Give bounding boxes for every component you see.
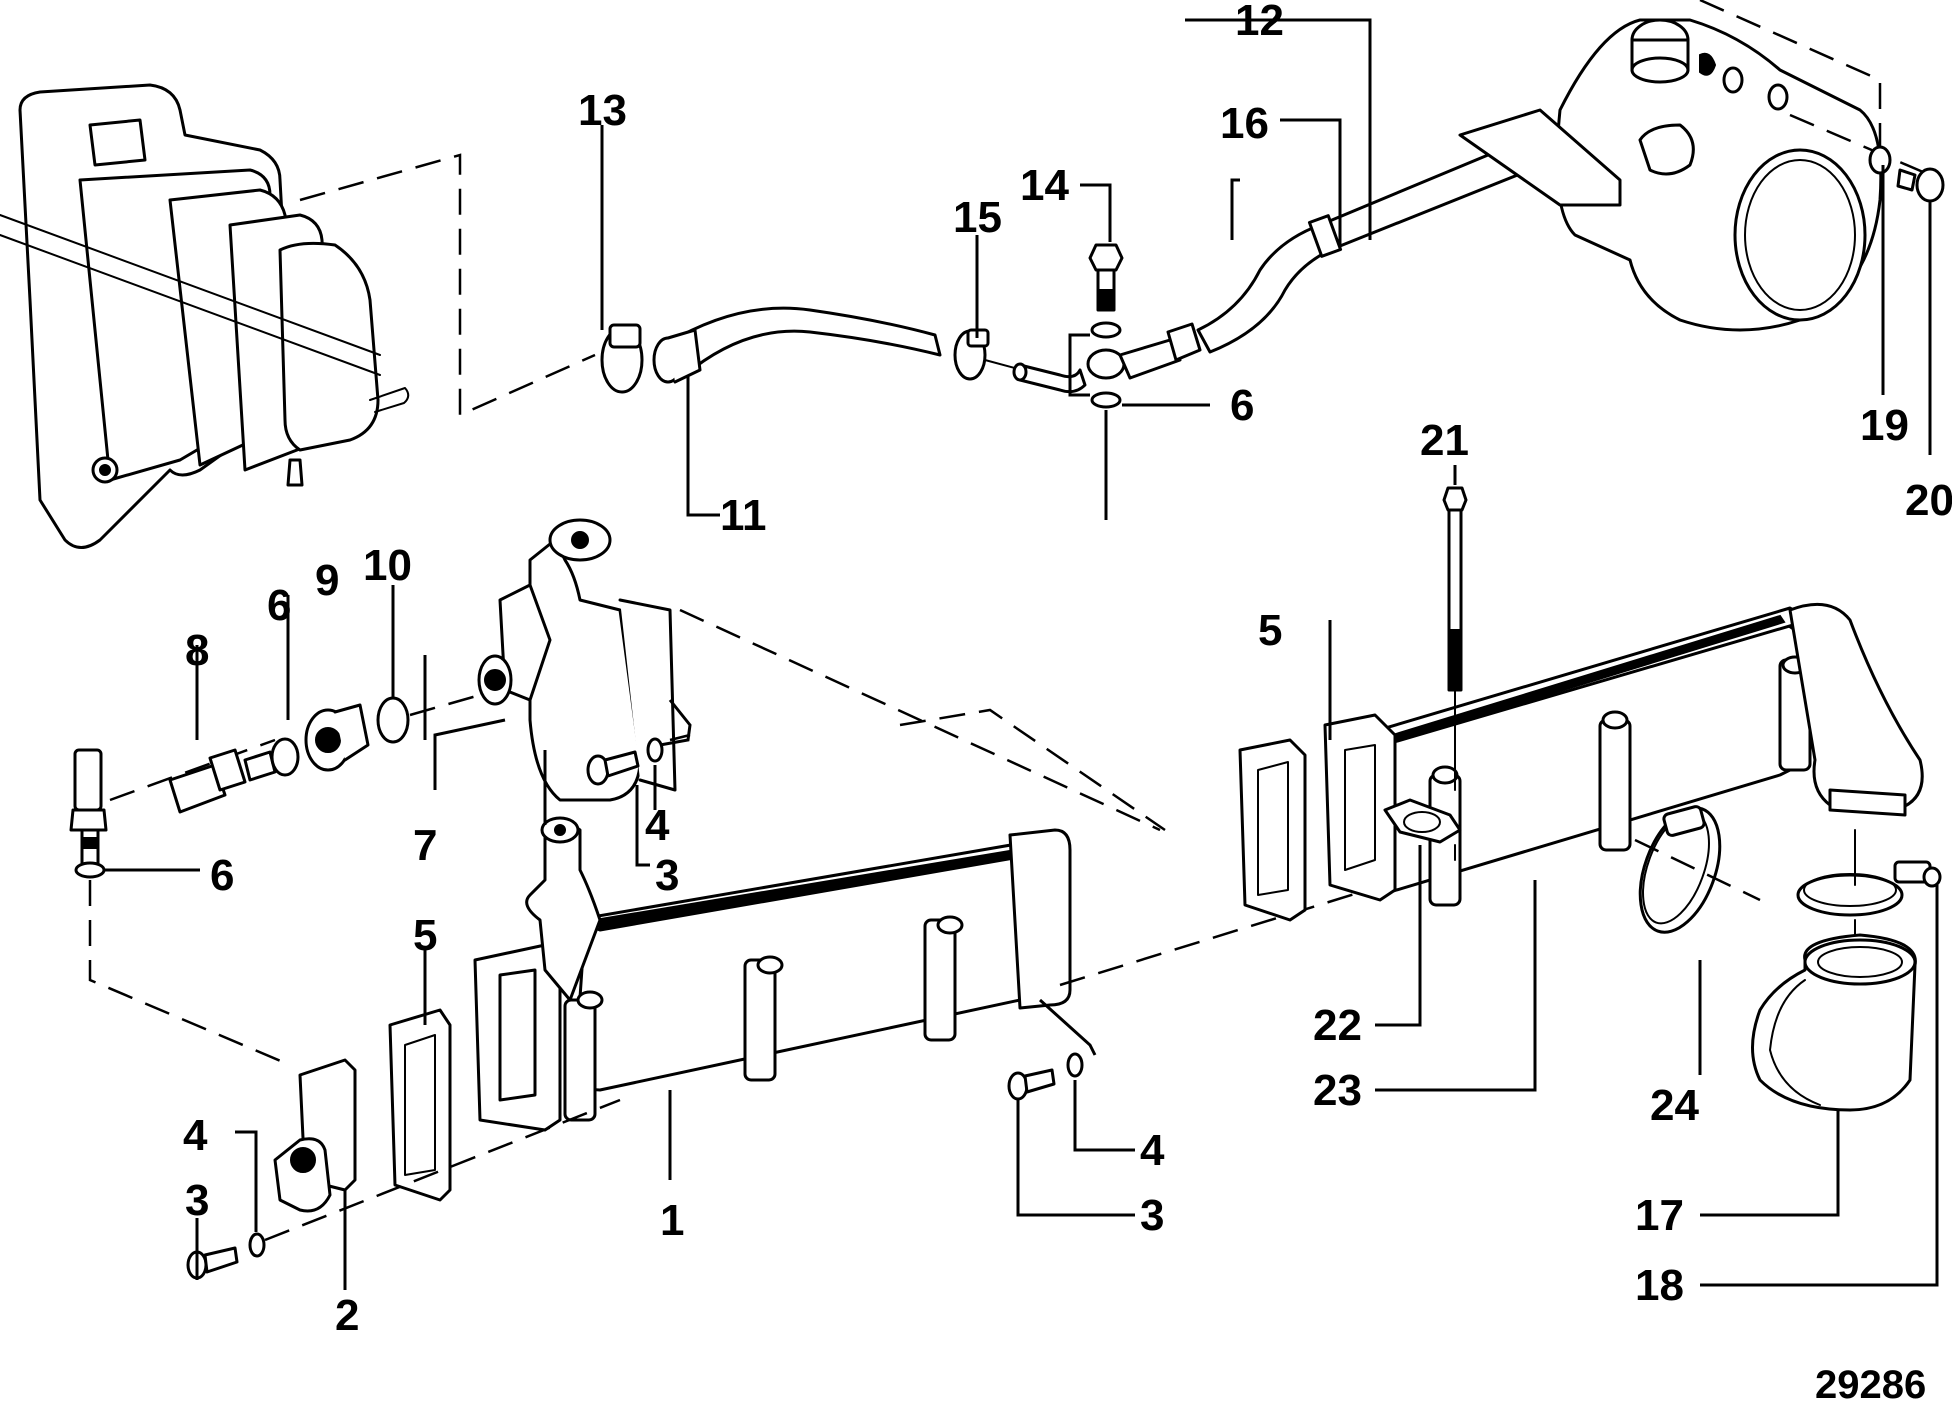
assembly-line bbox=[299, 153, 596, 417]
banjo-fitting bbox=[1086, 348, 1126, 380]
assembly-line bbox=[899, 708, 1166, 832]
sealing-washer bbox=[1090, 321, 1122, 339]
sealing-washer bbox=[1090, 391, 1122, 409]
callout-19: 19 bbox=[1860, 401, 1909, 450]
assembly-line bbox=[1699, 0, 1882, 150]
heat-exchanger-left bbox=[473, 816, 1072, 1132]
callout-23: 23 bbox=[1313, 1066, 1362, 1115]
callout-1: 1 bbox=[660, 1196, 684, 1245]
callout-4: 4 bbox=[183, 1111, 208, 1160]
gasket bbox=[1238, 738, 1307, 922]
washer bbox=[646, 737, 664, 763]
drawing-id: 29286 bbox=[1815, 1363, 1926, 1403]
callout-6: 6 bbox=[210, 851, 234, 900]
callout-5: 5 bbox=[413, 911, 437, 960]
callout-21: 21 bbox=[1420, 416, 1469, 465]
callouts: 12 16 13 14 15 6 11 19 20 21 5 10 9 6 8 … bbox=[183, 0, 1952, 1403]
callout-8: 8 bbox=[185, 626, 209, 675]
leader-lines bbox=[104, 18, 1939, 1290]
screw bbox=[1007, 1068, 1056, 1101]
washer bbox=[1066, 1052, 1084, 1078]
screw bbox=[186, 1246, 239, 1280]
long-bolt bbox=[1442, 486, 1468, 692]
gasket bbox=[1383, 798, 1462, 844]
sealing-washer bbox=[270, 737, 300, 777]
callout-16: 16 bbox=[1220, 99, 1269, 148]
callout-2: 2 bbox=[335, 1291, 359, 1340]
hose-clamp bbox=[953, 328, 990, 381]
callout-3: 3 bbox=[1140, 1191, 1164, 1240]
assembly-line bbox=[1059, 878, 1401, 987]
sealing-washer bbox=[1868, 145, 1892, 175]
callout-24: 24 bbox=[1650, 1081, 1699, 1130]
callout-3: 3 bbox=[655, 851, 679, 900]
gasket bbox=[388, 1008, 452, 1202]
assembly-line bbox=[669, 733, 691, 742]
callout-20: 20 bbox=[1905, 476, 1952, 525]
sealing-washer bbox=[376, 696, 410, 744]
heat-exchanger-right bbox=[1323, 602, 1924, 907]
callout-4: 4 bbox=[645, 801, 670, 850]
assembly-line bbox=[109, 738, 276, 802]
screw bbox=[586, 750, 640, 786]
hose-clamp bbox=[1796, 860, 1942, 917]
callout-10: 10 bbox=[363, 541, 412, 590]
callout-12: 12 bbox=[1235, 0, 1284, 45]
hose-clamp bbox=[600, 323, 644, 394]
assembly-line bbox=[1038, 998, 1097, 1056]
callout-4: 4 bbox=[1140, 1126, 1165, 1175]
thermostat-housing bbox=[477, 518, 677, 802]
turbocharger bbox=[1458, 18, 1883, 332]
assembly-line bbox=[409, 693, 481, 717]
callout-18: 18 bbox=[1635, 1261, 1684, 1310]
callout-11: 11 bbox=[720, 491, 767, 540]
callout-15: 15 bbox=[953, 193, 1002, 242]
callout-5: 5 bbox=[1258, 606, 1282, 655]
callout-22: 22 bbox=[1313, 1001, 1362, 1050]
callout-6: 6 bbox=[267, 581, 291, 630]
assembly-line bbox=[264, 1098, 621, 1242]
callout-9: 9 bbox=[315, 556, 339, 605]
hose bbox=[652, 306, 942, 384]
callout-17: 17 bbox=[1635, 1191, 1684, 1240]
callout-6: 6 bbox=[1230, 381, 1254, 430]
callout-3: 3 bbox=[185, 1176, 209, 1225]
assembly-line bbox=[1634, 838, 1761, 902]
adapter-fitting bbox=[304, 703, 370, 772]
callout-7: 7 bbox=[413, 821, 437, 870]
callout-14: 14 bbox=[1020, 161, 1069, 210]
temperature-sensor bbox=[168, 748, 277, 814]
plug bbox=[1896, 167, 1945, 203]
washer bbox=[248, 1232, 266, 1258]
sealing-washer bbox=[74, 861, 106, 879]
assembly-line bbox=[1789, 113, 1931, 177]
assembly-line bbox=[659, 699, 692, 747]
callout-13: 13 bbox=[578, 86, 627, 135]
temperature-sender bbox=[69, 748, 108, 867]
elbow-hose bbox=[1751, 933, 1917, 1112]
assembly-line bbox=[679, 608, 1161, 832]
expansion-tank bbox=[0, 83, 410, 549]
end-cap bbox=[273, 1058, 357, 1213]
banjo-bolt bbox=[1088, 243, 1124, 312]
hose-clamp bbox=[1638, 805, 1722, 934]
assembly-line bbox=[88, 880, 291, 1067]
